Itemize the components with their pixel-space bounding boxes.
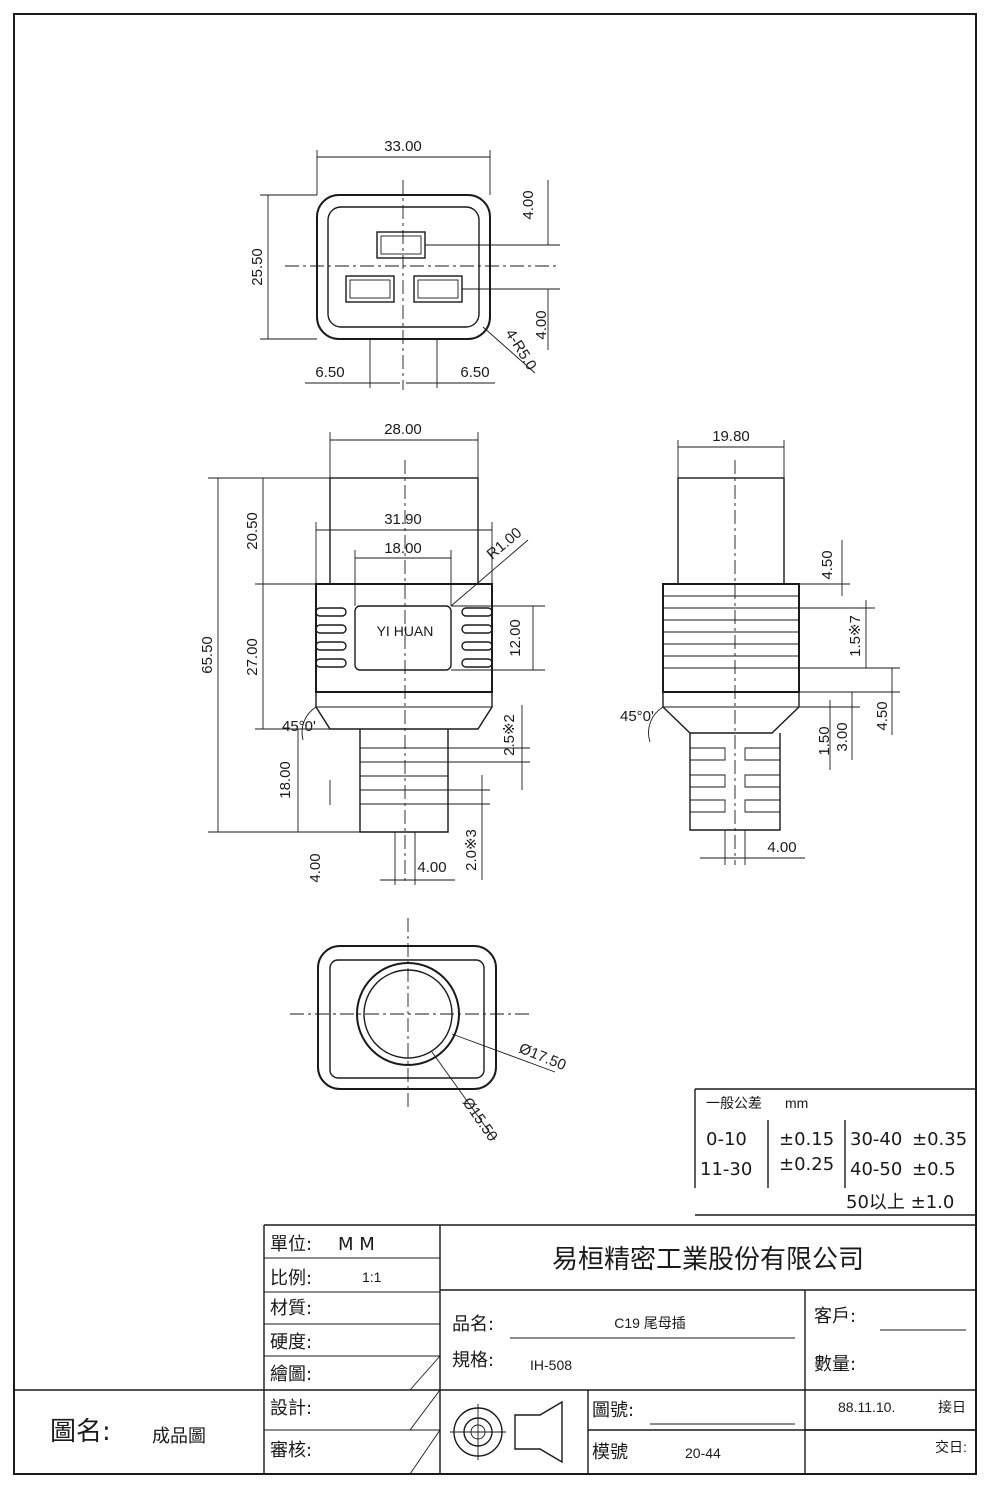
dim-front-lower-height: 18.00 [277,761,294,799]
dim-top-height: 25.50 [249,248,266,286]
dim-front-chamfer: 45°0' [282,718,316,735]
review-label: 審核: [270,1440,312,1461]
scale-value: 1:1 [362,1269,382,1285]
spec-label: 規格: [452,1350,494,1371]
tolerance-value-1: ±0.15 [779,1129,834,1150]
dim-top-width: 33.00 [384,138,422,155]
dim-front-upper-height: 20.50 [244,512,261,550]
dim-bottom-outer-dia: Ø17.50 [517,1040,569,1074]
projection-cone-icon [514,1400,563,1464]
product-value: C19 尾母插 [614,1315,686,1331]
sheet-border [13,13,977,1475]
dim-side-b: 1.5※7 [847,615,864,657]
unit-value: M M [338,1234,375,1255]
date-value: 88.11.10. [838,1399,895,1415]
dim-bottom-inner-dia: Ø15.50 [459,1095,501,1145]
drawing-name-label: 圖名: [50,1417,111,1447]
brand-label: YI HUAN [377,623,434,639]
unit-label: 單位: [270,1234,312,1255]
bottom-view-inner [329,959,485,1079]
dim-side-c: 4.50 [874,701,891,730]
side-view-body [662,583,800,693]
tolerance-table: 一般公差 mm 0-10 ±0.15 11-30 ±0.25 30-40 ±0.… [694,1088,976,1216]
material-label: 材質: [270,1298,312,1319]
dim-front-window-width: 18.00 [384,540,422,557]
tolerance-value-4: ±0.5 [912,1159,956,1180]
dim-front-window-height: 12.00 [507,619,524,657]
dim-side-a: 4.50 [819,550,836,579]
design-label: 設計: [270,1398,312,1419]
dim-top-left-spacing: 6.50 [315,364,344,381]
tolerance-range-2: 11-30 [700,1159,752,1180]
drawing-name-value: 成品圖 [152,1426,206,1447]
tolerance-value-5: 50以上 ±1.0 [846,1192,954,1213]
front-view-tail [359,729,449,833]
front-view-window [354,605,452,671]
pin-slot-left [345,275,395,303]
dim-top-upper-offset: 4.00 [520,190,537,219]
spec-value: IH-508 [530,1357,572,1373]
tolerance-value-2: ±0.25 [779,1154,834,1175]
dim-side-chamfer: 45°0' [620,708,654,725]
dim-front-tail-right: 4.00 [417,859,446,876]
dim-front-rib-pitch-a: 2.5※2 [501,714,518,756]
top-view-outer [316,194,491,340]
bottom-view: Ø17.50 Ø15.50 [290,918,569,1145]
mold-no-value: 20-44 [685,1445,721,1461]
scale-label: 比例: [270,1268,312,1289]
quantity-label: 數量: [814,1354,856,1375]
dim-top-right-spacing: 6.50 [460,364,489,381]
dim-side-e: 3.00 [834,722,851,751]
delivery-label: 交日: [935,1439,967,1455]
drawn-label: 繪圖: [270,1364,312,1385]
dim-side-tail: 4.00 [767,839,796,856]
front-view-top-block [329,477,479,585]
dim-front-rib-pitch-b: 2.0※3 [463,829,480,871]
received-label: 接日 [938,1399,966,1415]
dim-front-middle-height: 27.00 [244,638,261,676]
dim-front-top-width: 28.00 [384,421,422,438]
product-label: 品名: [452,1314,494,1335]
title-block: 單位: M M 比例: 1:1 材質: 硬度: 繪圖: 設計: 審核: 易桓精密… [14,1224,976,1475]
hardness-label: 硬度: [270,1332,312,1353]
drawing-no-label: 圖號: [592,1400,634,1421]
customer-label: 客戶: [814,1306,856,1327]
dim-side-d: 1.50 [816,726,833,755]
top-view: 33.00 25.50 4.00 4.00 4-R5.0 6.50 6.50 [249,138,560,390]
dim-front-total-height: 65.50 [199,636,216,674]
bottom-view-outer [317,945,497,1090]
tolerance-range-4: 40-50 [850,1159,902,1180]
dim-top-lower-offset: 4.00 [533,310,550,339]
tolerance-range-1: 0-10 [706,1129,747,1150]
front-view: YI HUAN 28.00 31.90 [199,421,545,885]
side-view: 19.80 4.50 1.5※7 4.50 1.50 3.00 45°0' 4.… [620,428,900,865]
top-view-inner [327,206,480,328]
tolerance-unit: mm [785,1095,808,1111]
side-view-chamfer [662,692,800,734]
mold-no-label: 模號 [592,1442,628,1463]
front-view-chamfer [315,692,493,730]
dim-front-body-width: 31.90 [384,511,422,528]
dim-front-tail-left: 4.00 [307,853,324,882]
side-view-top-block [677,477,785,585]
side-view-tail [689,733,781,831]
tolerance-value-3: ±0.35 [912,1129,967,1150]
tolerance-range-3: 30-40 [850,1129,902,1150]
dim-side-width: 19.80 [712,428,750,445]
front-view-body [315,583,493,693]
tolerance-title: 一般公差 [706,1095,762,1111]
company-name: 易桓精密工業股份有限公司 [552,1245,864,1275]
